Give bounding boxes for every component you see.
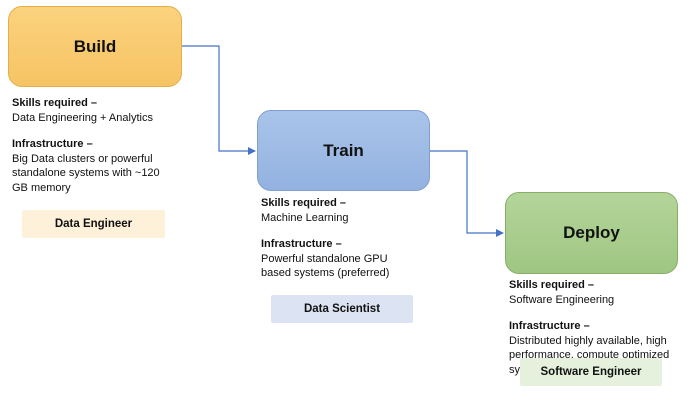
build-stage-box: Build	[8, 6, 182, 87]
build-infra-line: standalone systems with ~120	[12, 167, 160, 180]
train-infra-line: Powerful standalone GPU	[261, 252, 388, 265]
deploy-stage-title: Deploy	[563, 223, 620, 242]
train-infra-line: based systems (preferred)	[261, 267, 390, 280]
build-infra-line: GB memory	[12, 181, 71, 194]
build-stage-title: Build	[73, 36, 117, 56]
train-stage-title: Train	[323, 140, 364, 160]
role-badge-software-engineer: Software Engineer	[520, 358, 662, 386]
build-infra-label: Infrastructure –	[12, 138, 93, 151]
role-label: Data Engineer	[54, 218, 133, 230]
train-skills-label: Skills required –	[261, 197, 346, 209]
train-infra-label: Infrastructure –	[261, 238, 342, 251]
train-stage-box: Train	[257, 110, 430, 191]
deploy-infra-label: Infrastructure –	[509, 320, 590, 333]
deploy-infra-line: Distributed highly available, high	[509, 334, 667, 347]
role-label: Software Engineer	[540, 366, 642, 378]
deploy-skills-value: Software Engineering	[509, 293, 615, 306]
connector-build-to-train	[182, 45, 256, 155]
build-infra-line: Big Data clusters or powerful	[12, 152, 153, 165]
role-label: Data Scientist	[303, 303, 381, 315]
connector-train-to-deploy	[430, 150, 504, 237]
build-stage-info: Skills required – Data Engineering + Ana…	[12, 96, 202, 196]
build-skills-label: Skills required –	[12, 97, 97, 109]
deploy-skills-label: Skills required –	[509, 279, 594, 291]
build-skills-value: Data Engineering + Analytics	[12, 111, 153, 124]
role-badge-data-engineer: Data Engineer	[22, 210, 165, 238]
role-badge-data-scientist: Data Scientist	[271, 295, 413, 323]
deploy-stage-box: Deploy	[505, 192, 678, 274]
train-stage-info: Skills required – Machine Learning Infra…	[261, 196, 451, 281]
train-skills-value: Machine Learning	[261, 211, 349, 224]
